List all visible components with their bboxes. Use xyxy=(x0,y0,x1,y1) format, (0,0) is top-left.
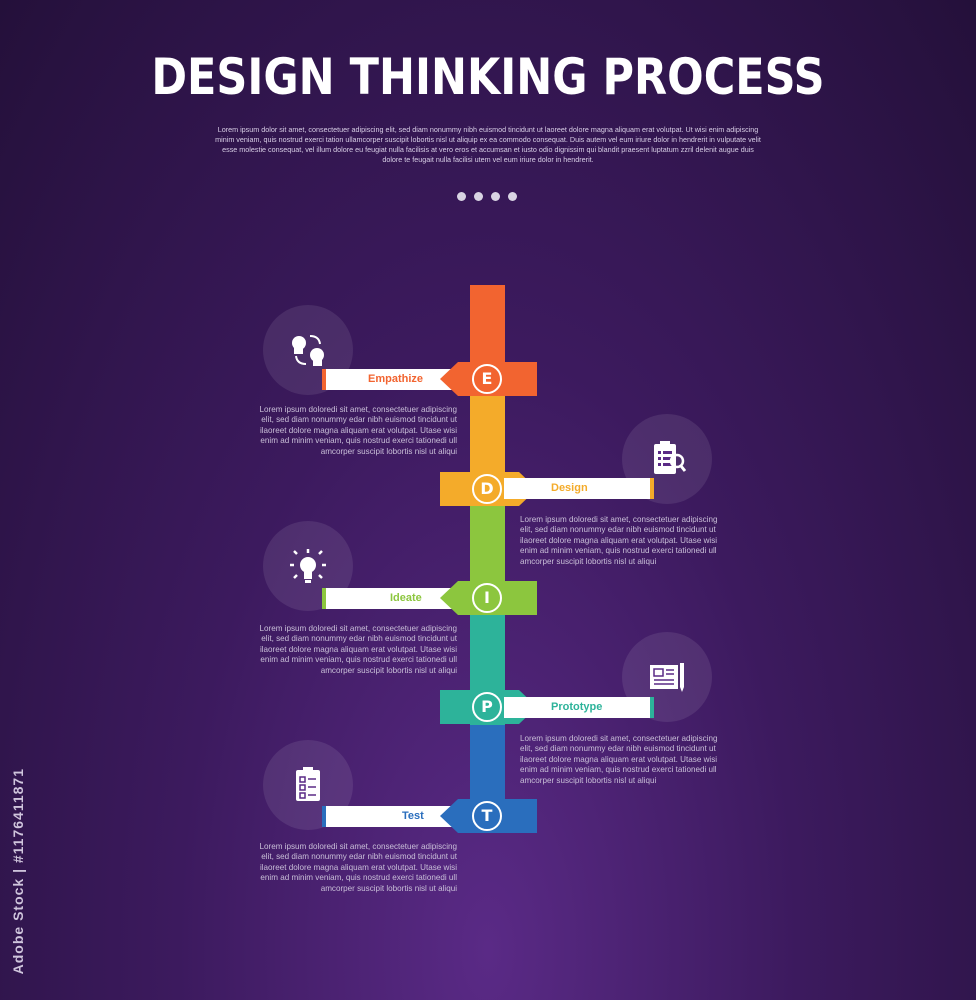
dot xyxy=(457,192,466,201)
dot xyxy=(491,192,500,201)
step-empathize-badge: E xyxy=(472,364,502,394)
step-prototype-label: Prototype xyxy=(551,701,603,713)
step-prototype-badge: P xyxy=(472,692,502,722)
step-test-card: Test xyxy=(322,806,476,827)
step-ideate-badge: I xyxy=(472,583,502,613)
people-exchange-icon xyxy=(292,335,324,366)
clipboard-search-icon xyxy=(654,441,687,474)
step-ideate-label: Ideate xyxy=(390,592,422,604)
dot xyxy=(474,192,483,201)
lightbulb-icon xyxy=(290,549,326,583)
checklist-icon xyxy=(296,767,320,801)
step-prototype-description: Lorem ipsum doloredi sit amet, consectet… xyxy=(520,734,718,785)
step-empathize-label: Empathize xyxy=(368,373,424,385)
step-empathize-card: Empathize xyxy=(322,369,476,390)
step-design-badge: D xyxy=(472,474,502,504)
page-subtitle: Lorem ipsum dolor sit amet, consectetuer… xyxy=(215,125,761,164)
dot xyxy=(508,192,517,201)
stock-watermark: Adobe Stock | #1176411871 xyxy=(10,768,26,975)
step-design-description: Lorem ipsum doloredi sit amet, consectet… xyxy=(520,515,718,566)
page-title: DESIGN THINKING PROCESS xyxy=(151,48,825,106)
step-test-label: Test xyxy=(402,810,424,822)
step-empathize-description: Lorem ipsum doloredi sit amet, consectet… xyxy=(259,405,458,456)
step-design-label: Design xyxy=(551,482,588,494)
step-ideate-description: Lorem ipsum doloredi sit amet, consectet… xyxy=(259,624,458,675)
step-prototype-card: Prototype xyxy=(504,697,654,718)
step-ideate-card: Ideate xyxy=(322,588,476,609)
step-test-description: Lorem ipsum doloredi sit amet, consectet… xyxy=(259,842,458,893)
step-test-badge: T xyxy=(472,801,502,831)
pagination-dots xyxy=(457,192,517,201)
step-design-card: Design xyxy=(504,478,654,499)
blueprint-icon xyxy=(650,663,684,692)
